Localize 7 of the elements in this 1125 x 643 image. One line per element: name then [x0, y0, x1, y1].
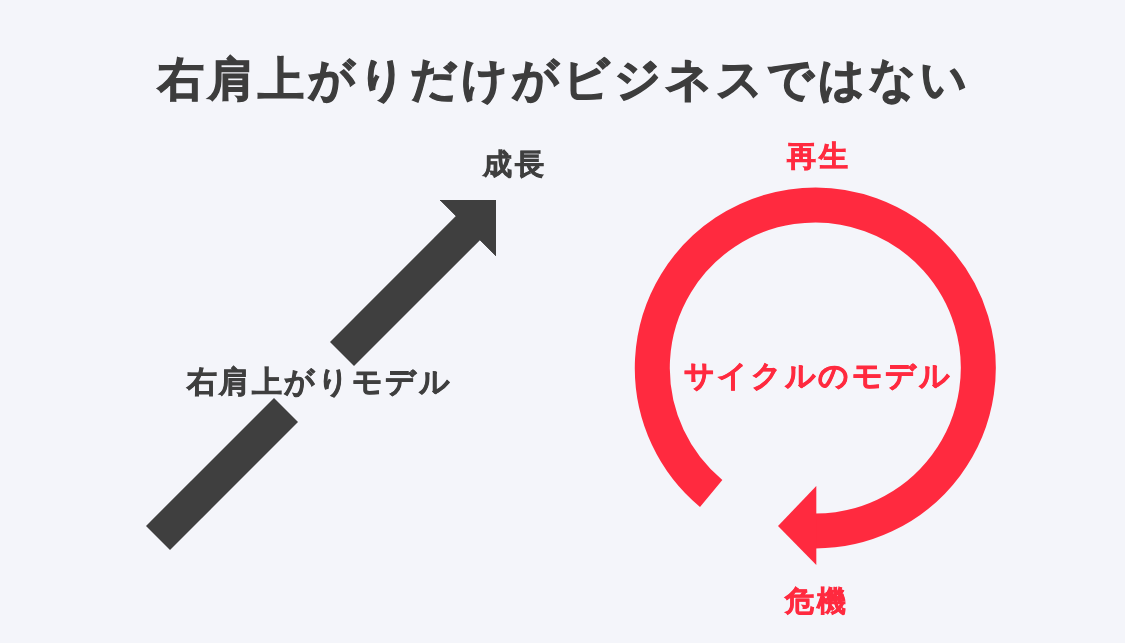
stage-label: 危機	[783, 586, 849, 618]
page-title: 右肩上がりだけがビジネスではない	[156, 53, 971, 105]
model-label: 右肩上がりモデル	[184, 354, 450, 410]
model-label: サイクルのモデル	[682, 358, 953, 392]
stage-label: 成長	[470, 148, 556, 200]
stage-label: 再生	[785, 141, 851, 173]
arrow	[329, 200, 496, 367]
